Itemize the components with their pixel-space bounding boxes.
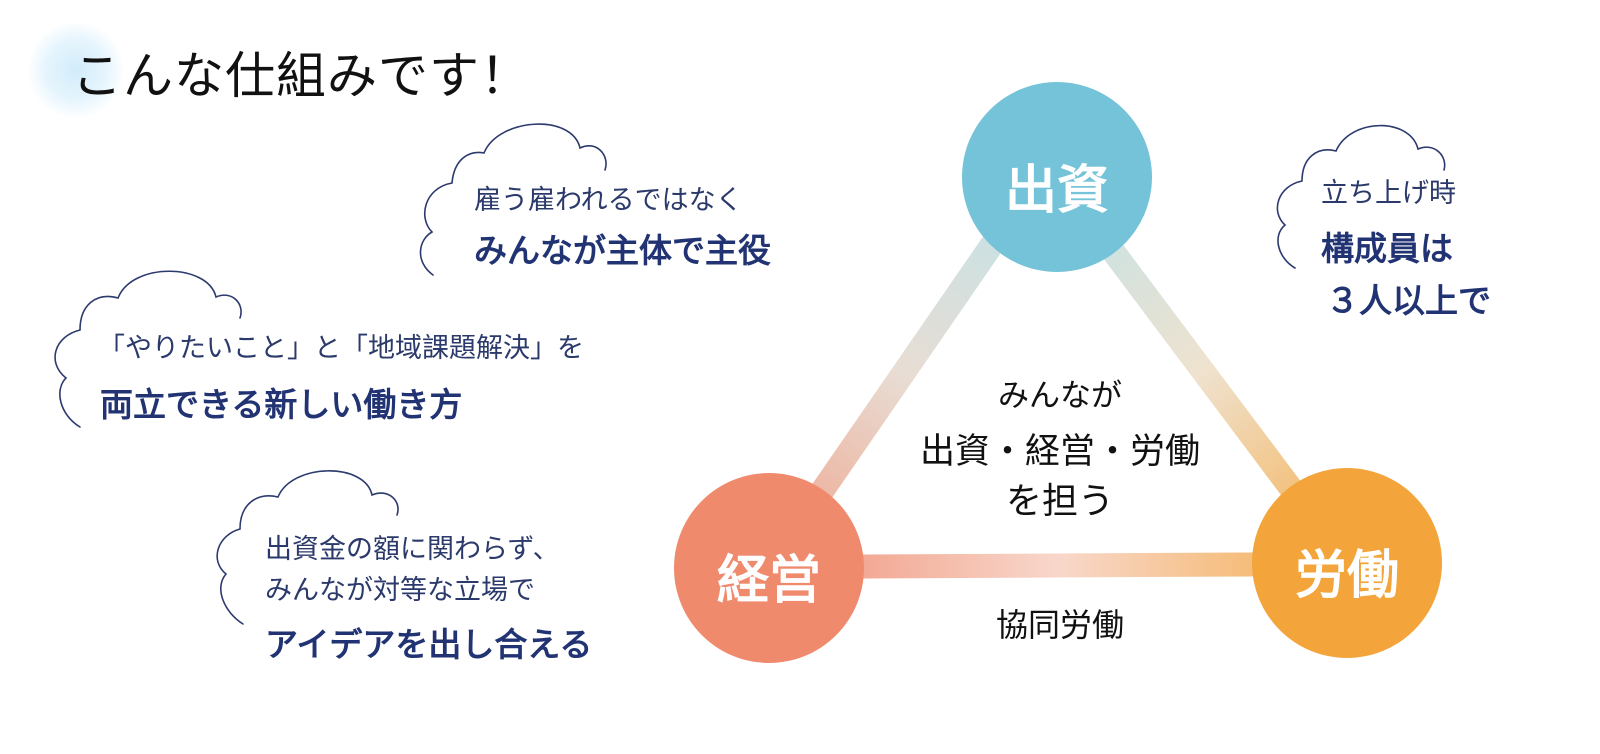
node-labor xyxy=(1252,468,1442,658)
title-glow xyxy=(28,22,124,118)
cloud-outline-1 xyxy=(419,123,607,276)
cloud-1-bold: みんなが主体で主役 xyxy=(474,231,771,270)
node-label-labor: 労働 xyxy=(1294,546,1399,606)
cloud-3-light-1: 出資金の額に関わらず、 xyxy=(265,534,560,565)
center-line-1: みんなが xyxy=(998,378,1122,414)
cloud-outline-3 xyxy=(216,470,399,625)
cloud-outline-2 xyxy=(54,270,242,428)
bottom-edge-label: 協同労働 xyxy=(995,606,1124,644)
cloud-3-bold: アイデアを出し合える xyxy=(265,625,593,664)
node-label-invest: 出資 xyxy=(1004,161,1109,221)
cloud-2-bold: 両立できる新しい働き方 xyxy=(100,385,463,424)
center-line-2: 出資・経営・労働 xyxy=(919,432,1200,472)
page-title: こんな仕組みです！ xyxy=(72,47,531,105)
cloud-outline-4 xyxy=(1276,124,1446,269)
cloud-4-light: 立ち上げ時 xyxy=(1321,178,1456,209)
cloud-3-light-2: みんなが対等な立場で xyxy=(265,575,535,606)
cloud-4-bold-1: 構成員は xyxy=(1321,229,1453,268)
node-manage xyxy=(674,473,864,663)
cloud-4-bold-2: ３人以上で xyxy=(1326,281,1491,320)
center-line-3: を担う xyxy=(1005,481,1114,522)
node-label-manage: 経営 xyxy=(716,551,821,611)
cloud-2-light: 「やりたいこと」と「地域課題解決」を xyxy=(98,333,584,364)
cloud-1-light: 雇う雇われるではなく xyxy=(474,185,743,216)
edge-manage-labor xyxy=(757,552,1359,579)
node-invest xyxy=(962,82,1152,272)
